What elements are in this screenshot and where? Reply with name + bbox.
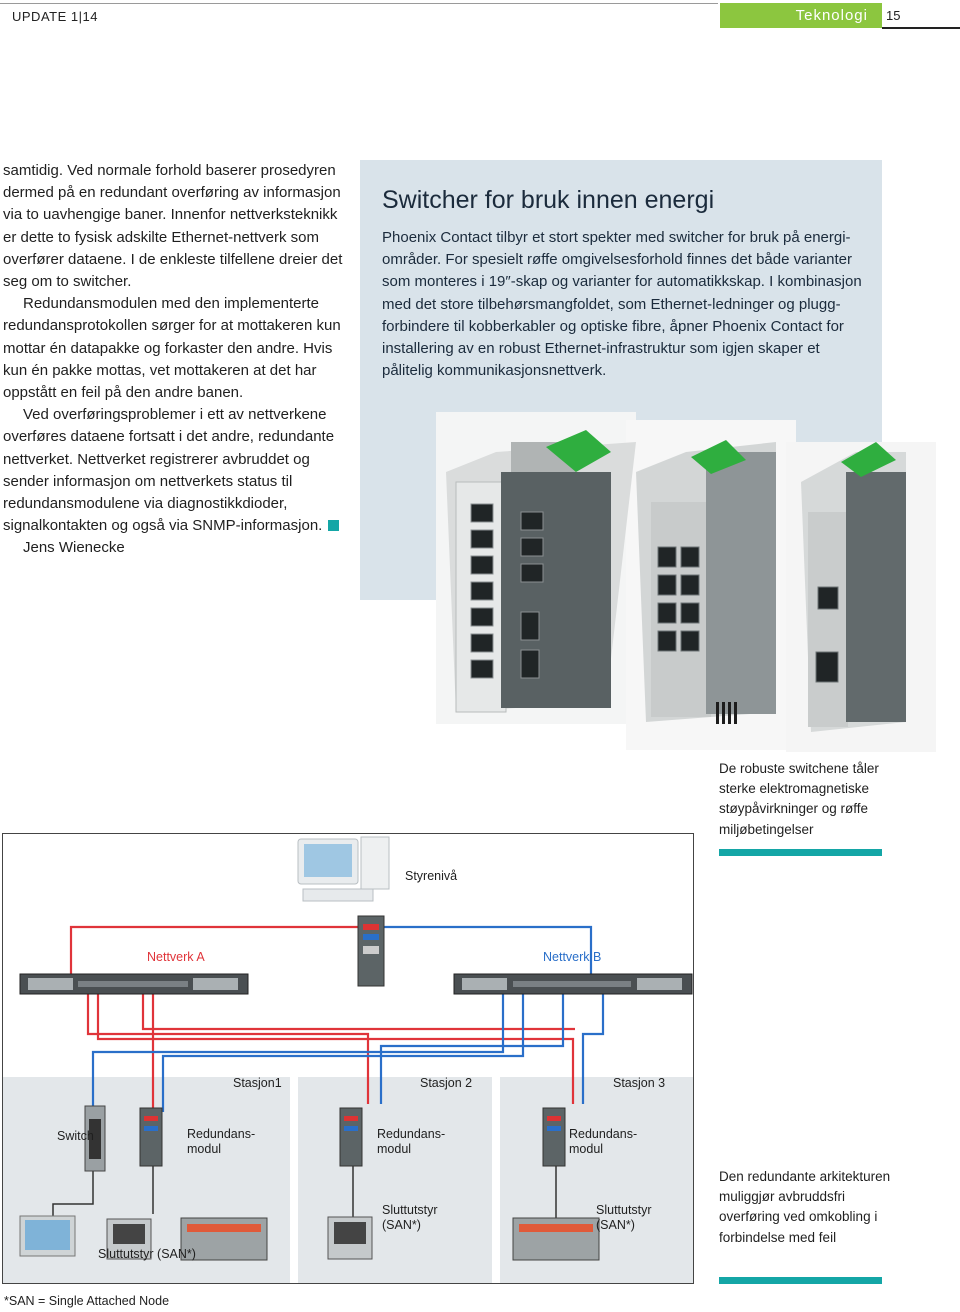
power-meter-2-icon — [327, 1216, 373, 1260]
switch-2-icon — [636, 440, 776, 724]
station-3-label: Stasjon 3 — [613, 1076, 665, 1090]
control-level-label: Styrenivå — [405, 869, 457, 883]
diagram-caption: Den redundante arkitekturen muliggjør av… — [719, 1169, 891, 1245]
section-label: Teknologi — [795, 7, 868, 24]
station-2-area — [298, 1077, 492, 1283]
end-device-3-label-b: (SAN*) — [596, 1218, 635, 1232]
article-body: samtidig. Ved normale forhold baserer pr… — [3, 160, 343, 560]
photo-caption: De robuste switchene tåler sterke elektr… — [719, 761, 879, 837]
issue-label: UPDATE 1|14 — [12, 9, 98, 24]
switch-1-icon — [446, 430, 636, 713]
end-device-1-label: Sluttutstyr (SAN*) — [98, 1247, 196, 1261]
end-device-3-label-a: Sluttutstyr — [596, 1203, 652, 1217]
network-b-switch-icon — [453, 973, 693, 995]
network-a-label: Nettverk A — [147, 950, 205, 964]
network-b-label: Nettverk B — [543, 950, 601, 964]
redundancy-module-2-icon — [339, 1107, 363, 1167]
redundancy-1-label-a: Redundans- — [187, 1127, 255, 1141]
station-2-label: Stasjon 2 — [420, 1076, 472, 1090]
computer-icon — [297, 836, 390, 902]
redundancy-1-label-b: modul — [187, 1142, 221, 1156]
paragraph-1: samtidig. Ved normale forhold baserer pr… — [3, 162, 343, 291]
section-tab: Teknologi — [720, 3, 882, 28]
network-diagram: Styrenivå Nettverk A Nettverk B Stasjon1… — [3, 836, 693, 1283]
station-switch-icon — [84, 1105, 106, 1172]
touch-panel-icon — [19, 1215, 76, 1257]
caption-bar-1 — [719, 849, 882, 856]
page-number: 15 — [886, 8, 901, 23]
redundancy-3-label-a: Redundans- — [569, 1127, 637, 1141]
power-meter-1-icon — [106, 1218, 152, 1260]
redundancy-2-label-b: modul — [377, 1142, 411, 1156]
redundancy-module-3-icon — [542, 1107, 566, 1167]
io-module-3-icon — [512, 1217, 600, 1261]
station-1-label: Stasjon1 — [233, 1076, 282, 1090]
end-device-2-label-a: Sluttutstyr — [382, 1203, 438, 1217]
redundancy-module-1-icon — [139, 1107, 163, 1167]
redundancy-2-label-a: Redundans- — [377, 1127, 445, 1141]
end-device-2-label-b: (SAN*) — [382, 1218, 421, 1232]
paragraph-2: Redundansmodulen med den implementerte r… — [3, 295, 341, 402]
paragraph-3: Ved overføringsproblemer i ett av nettve… — [3, 404, 343, 537]
header-rule-left — [0, 3, 718, 4]
end-mark-icon — [328, 520, 340, 532]
paragraph-3-text: Ved overføringsproblemer i ett av nettve… — [3, 406, 335, 535]
io-module-1-icon — [180, 1217, 268, 1261]
author: Jens Wienecke — [23, 539, 125, 557]
central-switch-icon — [357, 915, 385, 987]
footnote: *SAN = Single Attached Node — [4, 1294, 170, 1308]
sidebar-text: Phoenix Contact tilbyr et stort spekter … — [382, 229, 862, 380]
header-rule-right — [882, 27, 960, 29]
redundancy-3-label-b: modul — [569, 1142, 603, 1156]
caption-bar-2 — [719, 1277, 882, 1284]
sidebar-title: Switcher for bruk innen energi — [382, 186, 715, 214]
switch-label: Switch — [57, 1129, 94, 1143]
switch-3-icon — [801, 442, 906, 732]
network-a-switch-icon — [19, 973, 249, 995]
switches-photo — [436, 412, 936, 752]
